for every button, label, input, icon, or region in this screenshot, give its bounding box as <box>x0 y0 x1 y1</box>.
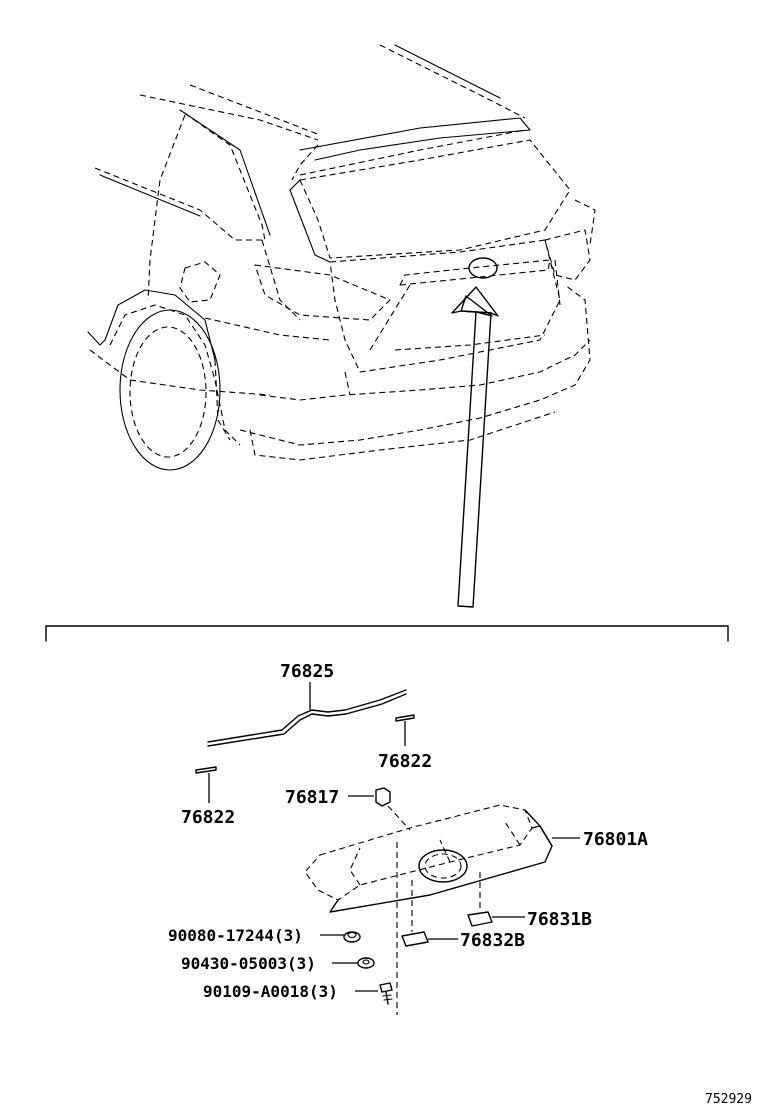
fastener-2-part <box>332 957 375 969</box>
fastener-2-label: 90430-05003(3) <box>181 954 316 973</box>
clip-top-label: 76822 <box>378 751 432 772</box>
emblem-b-label: 76831B <box>527 909 592 930</box>
vehicle-rear-illustration <box>87 44 596 471</box>
fastener-3-part <box>355 982 393 1005</box>
nut-part <box>348 787 411 831</box>
emblem-b-part <box>467 911 525 927</box>
clip-left-label: 76822 <box>181 807 235 828</box>
clip-top-part <box>395 714 415 746</box>
nut-label: 76817 <box>285 787 339 808</box>
emblem-c-label: 76832B <box>460 930 525 951</box>
clip-left-part <box>195 766 217 803</box>
garnish-label: 76801A <box>583 829 648 850</box>
section-bracket <box>45 625 729 642</box>
emblem-c-part <box>401 931 458 947</box>
diagram-id: 752929 <box>705 1092 752 1107</box>
callout-arrow <box>451 286 499 608</box>
fastener-1-label: 90080-17244(3) <box>168 926 303 945</box>
molding-part <box>207 682 407 747</box>
garnish-part <box>304 804 580 913</box>
fastener-1-part <box>320 931 361 943</box>
molding-label: 76825 <box>280 661 334 682</box>
assembly-guides <box>396 842 481 1015</box>
fastener-3-label: 90109-A0018(3) <box>203 982 338 1001</box>
